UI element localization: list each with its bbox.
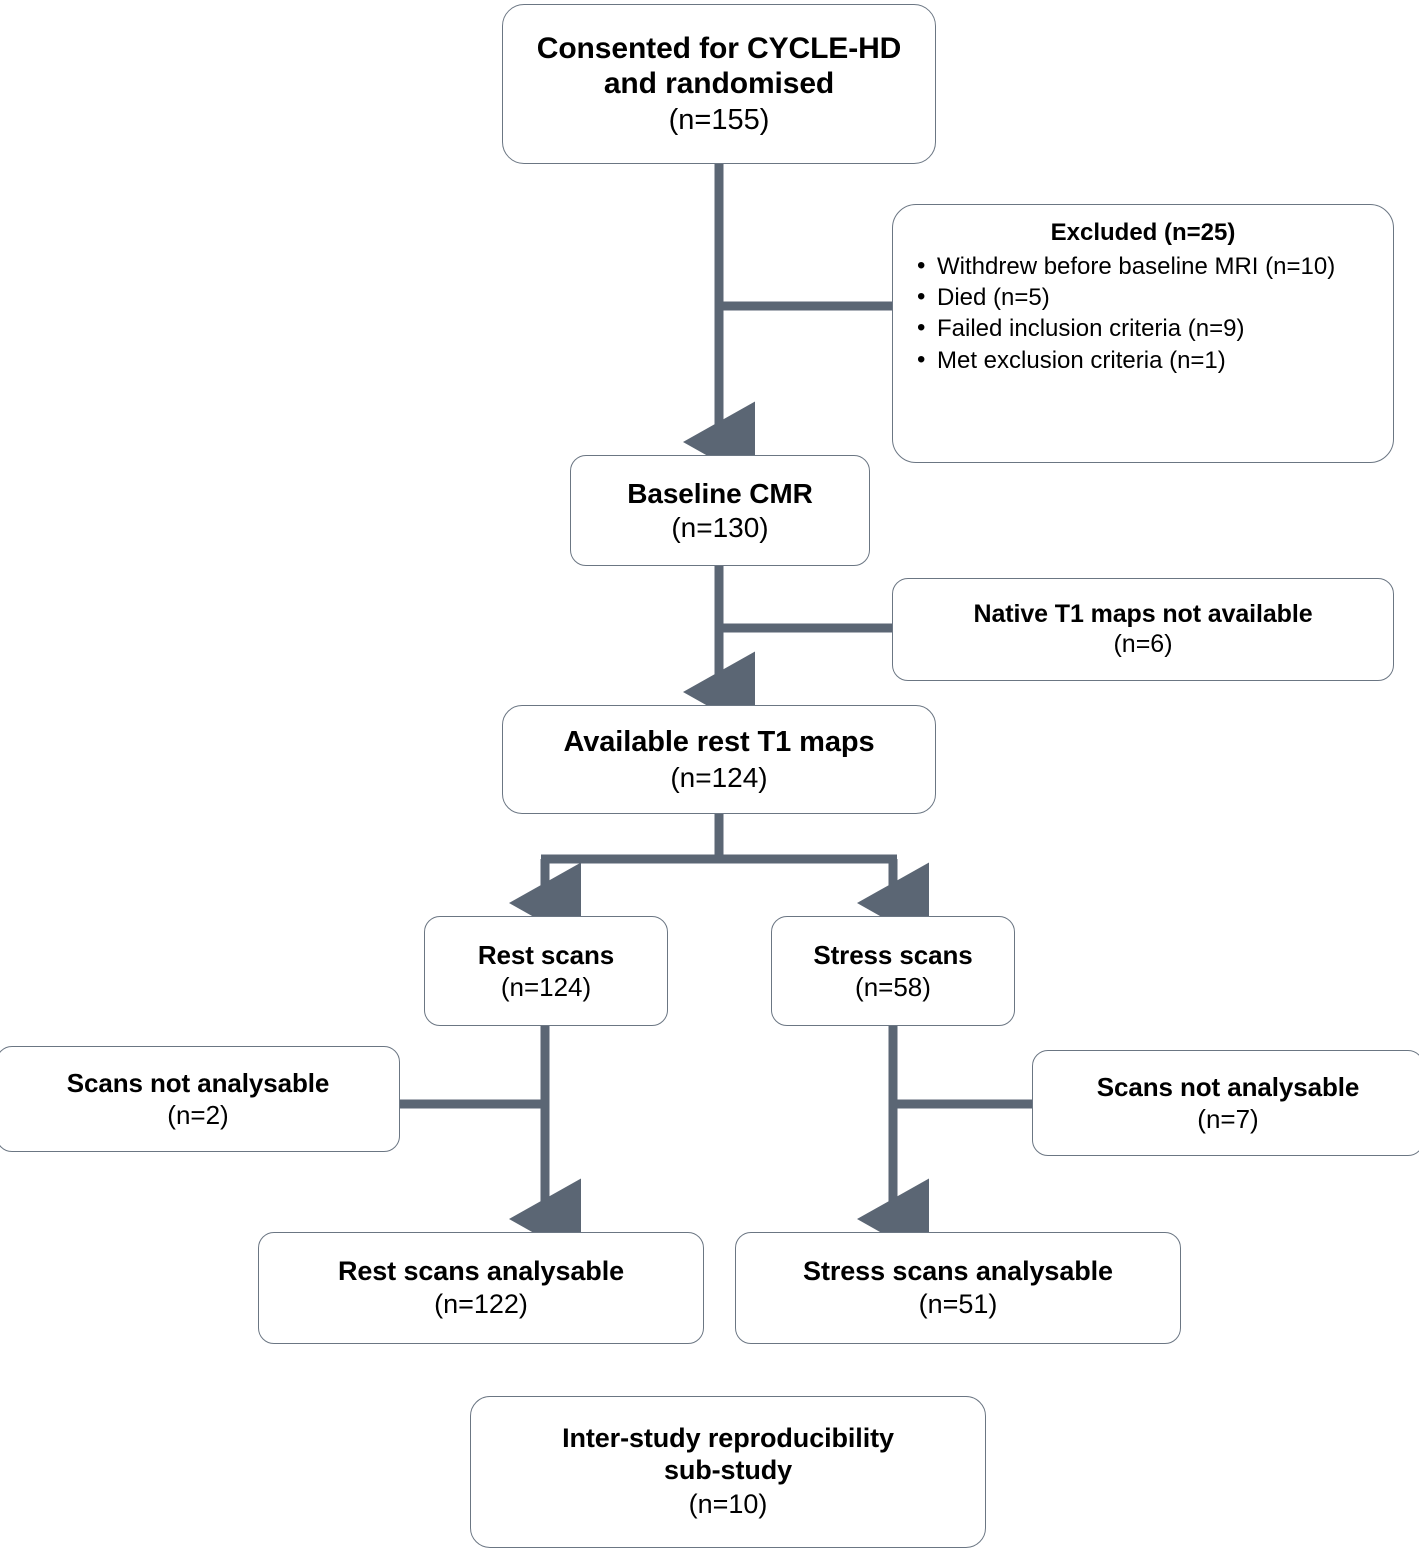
node-sub-study-count: (n=10) [688, 1488, 768, 1519]
node-available-rest-t1-title: Available rest T1 maps [563, 726, 875, 759]
node-native-t1-title: Native T1 maps not available [973, 599, 1313, 628]
node-stress-scans[interactable]: Stress scans (n=58) [771, 916, 1015, 1026]
node-rest-scans-title: Rest scans [477, 939, 615, 970]
node-inter-study-reproducibility-sub-study[interactable]: Inter-study reproducibility sub-study (n… [470, 1396, 986, 1548]
node-native-t1-unavailable[interactable]: Native T1 maps not available (n=6) [892, 578, 1394, 681]
node-stress-analysable-title: Stress scans analysable [803, 1255, 1113, 1286]
node-baseline-cmr-count: (n=130) [671, 512, 769, 543]
node-stress-not-analysable-count: (n=7) [1197, 1103, 1259, 1134]
node-excluded[interactable]: Excluded (n=25) Withdrew before baseline… [892, 204, 1394, 463]
node-rest-analysable-title: Rest scans analysable [337, 1255, 625, 1286]
node-rest-analysable-count: (n=122) [434, 1288, 528, 1319]
list-item: Withdrew before baseline MRI (n=10) [911, 250, 1375, 282]
node-stress-scans-title: Stress scans [813, 939, 973, 970]
node-sub-study-line1: Inter-study reproducibility [562, 1423, 894, 1454]
node-rest-scans[interactable]: Rest scans (n=124) [424, 916, 668, 1026]
node-stress-scans-not-analysable[interactable]: Scans not analysable (n=7) [1032, 1050, 1419, 1156]
node-baseline-cmr-title: Baseline CMR [627, 477, 813, 509]
node-baseline-cmr[interactable]: Baseline CMR (n=130) [570, 455, 870, 566]
node-rest-scans-not-analysable[interactable]: Scans not analysable (n=2) [0, 1046, 400, 1152]
list-item: Met exclusion criteria (n=1) [911, 344, 1375, 376]
node-consented-count: (n=155) [668, 104, 770, 137]
node-rest-scans-analysable[interactable]: Rest scans analysable (n=122) [258, 1232, 704, 1344]
node-excluded-list: Withdrew before baseline MRI (n=10) Died… [911, 250, 1375, 376]
edge-available-t1-split [509, 814, 929, 944]
node-consented-line1: Consented for CYCLE-HD [536, 31, 902, 65]
node-stress-scans-analysable[interactable]: Stress scans analysable (n=51) [735, 1232, 1181, 1344]
node-native-t1-count: (n=6) [1113, 630, 1173, 658]
node-available-rest-t1-maps[interactable]: Available rest T1 maps (n=124) [502, 705, 936, 814]
node-stress-analysable-count: (n=51) [918, 1288, 998, 1319]
node-rest-not-analysable-title: Scans not analysable [66, 1067, 330, 1098]
node-sub-study-line2: sub-study [663, 1455, 793, 1486]
node-available-rest-t1-count: (n=124) [670, 761, 768, 793]
node-stress-scans-count: (n=58) [855, 971, 931, 1002]
node-excluded-heading: Excluded (n=25) [1050, 219, 1236, 246]
node-stress-not-analysable-title: Scans not analysable [1096, 1071, 1360, 1102]
node-consented-randomised[interactable]: Consented for CYCLE-HD and randomised (n… [502, 4, 936, 164]
node-rest-scans-count: (n=124) [500, 971, 592, 1002]
node-rest-not-analysable-count: (n=2) [167, 1099, 229, 1130]
list-item: Failed inclusion criteria (n=9) [911, 312, 1375, 344]
list-item: Died (n=5) [911, 281, 1375, 313]
node-consented-line2: and randomised [603, 66, 835, 100]
